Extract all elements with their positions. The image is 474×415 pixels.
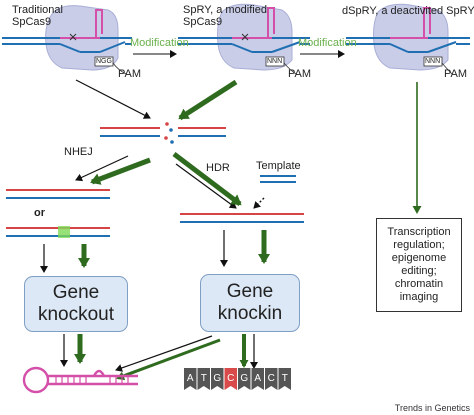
label-spry: SpRY, a modified SpCas9	[183, 4, 267, 28]
sequence-base: A	[254, 373, 261, 384]
sequence-tile	[224, 368, 237, 390]
sequence-tile	[251, 368, 264, 390]
arrow-spry-to-cut	[178, 79, 238, 121]
sequence-base: G	[240, 373, 248, 384]
sequence-tile	[184, 368, 197, 390]
label-modification-2: Modification	[298, 37, 357, 49]
sequence-tile	[197, 368, 210, 390]
transcription-label: Transcription regulation; epigenome edit…	[387, 226, 451, 303]
sequence-base: C	[268, 373, 275, 384]
sequence-tile	[211, 368, 224, 390]
rna-hairpin	[22, 366, 138, 394]
label-nnn-3: NNN	[425, 58, 441, 65]
pam-site-3	[423, 56, 443, 67]
label-modification-1: Modification	[130, 37, 189, 49]
sequence-base: T	[282, 373, 288, 384]
nhej-arrow-green	[90, 157, 151, 185]
sequence-base: C	[227, 373, 234, 384]
label-pam-1: PAM	[118, 68, 142, 80]
sequence-base: G	[213, 373, 221, 384]
label-or: or	[34, 207, 45, 219]
arrow-spcas9-to-cut	[75, 79, 151, 119]
spcas9-complex	[2, 5, 132, 75]
label-nnn-2: NNN	[267, 58, 283, 65]
hdr-arrow-green	[172, 152, 242, 206]
nhej-arrow-black	[75, 155, 129, 182]
label-pam-3: PAM	[444, 68, 468, 80]
template-dna	[260, 175, 296, 183]
arrow-knockin-rna-black	[115, 335, 213, 372]
gene-knockin-label: Gene knockin	[217, 281, 283, 324]
nhej-dna-2	[6, 226, 110, 238]
indel-mark	[58, 226, 70, 238]
nhej-dna-1	[6, 189, 110, 199]
template-arrow	[253, 197, 265, 209]
sequence-tile	[278, 368, 291, 390]
pam-site	[94, 56, 114, 67]
sequence-tile	[265, 368, 278, 390]
transcription-box: Transcription regulation; epigenome edit…	[376, 218, 462, 312]
label-nhej: NHEJ	[64, 146, 93, 158]
sequence-base: A	[187, 373, 194, 384]
scissors-icon-2	[241, 33, 249, 41]
hdr-dna	[180, 213, 304, 223]
sequence-tile	[238, 368, 251, 390]
label-hdr: HDR	[206, 162, 230, 174]
label-pam-2: PAM	[288, 68, 312, 80]
cut-dna	[100, 122, 226, 144]
gene-knockout-box: Gene knockout	[24, 276, 128, 332]
dspry-complex	[346, 3, 470, 75]
gene-knockin-box: Gene knockin	[200, 274, 300, 332]
label-traditional: Traditional SpCas9	[12, 4, 63, 28]
label-template: Template	[256, 160, 301, 172]
scissors-icon	[69, 33, 77, 41]
pam-site-2	[265, 56, 285, 67]
sequence-base: T	[201, 373, 207, 384]
arrow-knockin-rna-green	[116, 338, 221, 381]
label-dspry: dSpRY, a deactivited SpRY	[342, 5, 474, 17]
hdr-arrow-black	[175, 163, 237, 209]
gene-knockout-label: Gene knockout	[37, 282, 115, 325]
credit: Trends in Genetics	[394, 403, 470, 413]
spry-complex	[178, 3, 310, 75]
label-ngg: NGG	[96, 58, 112, 65]
